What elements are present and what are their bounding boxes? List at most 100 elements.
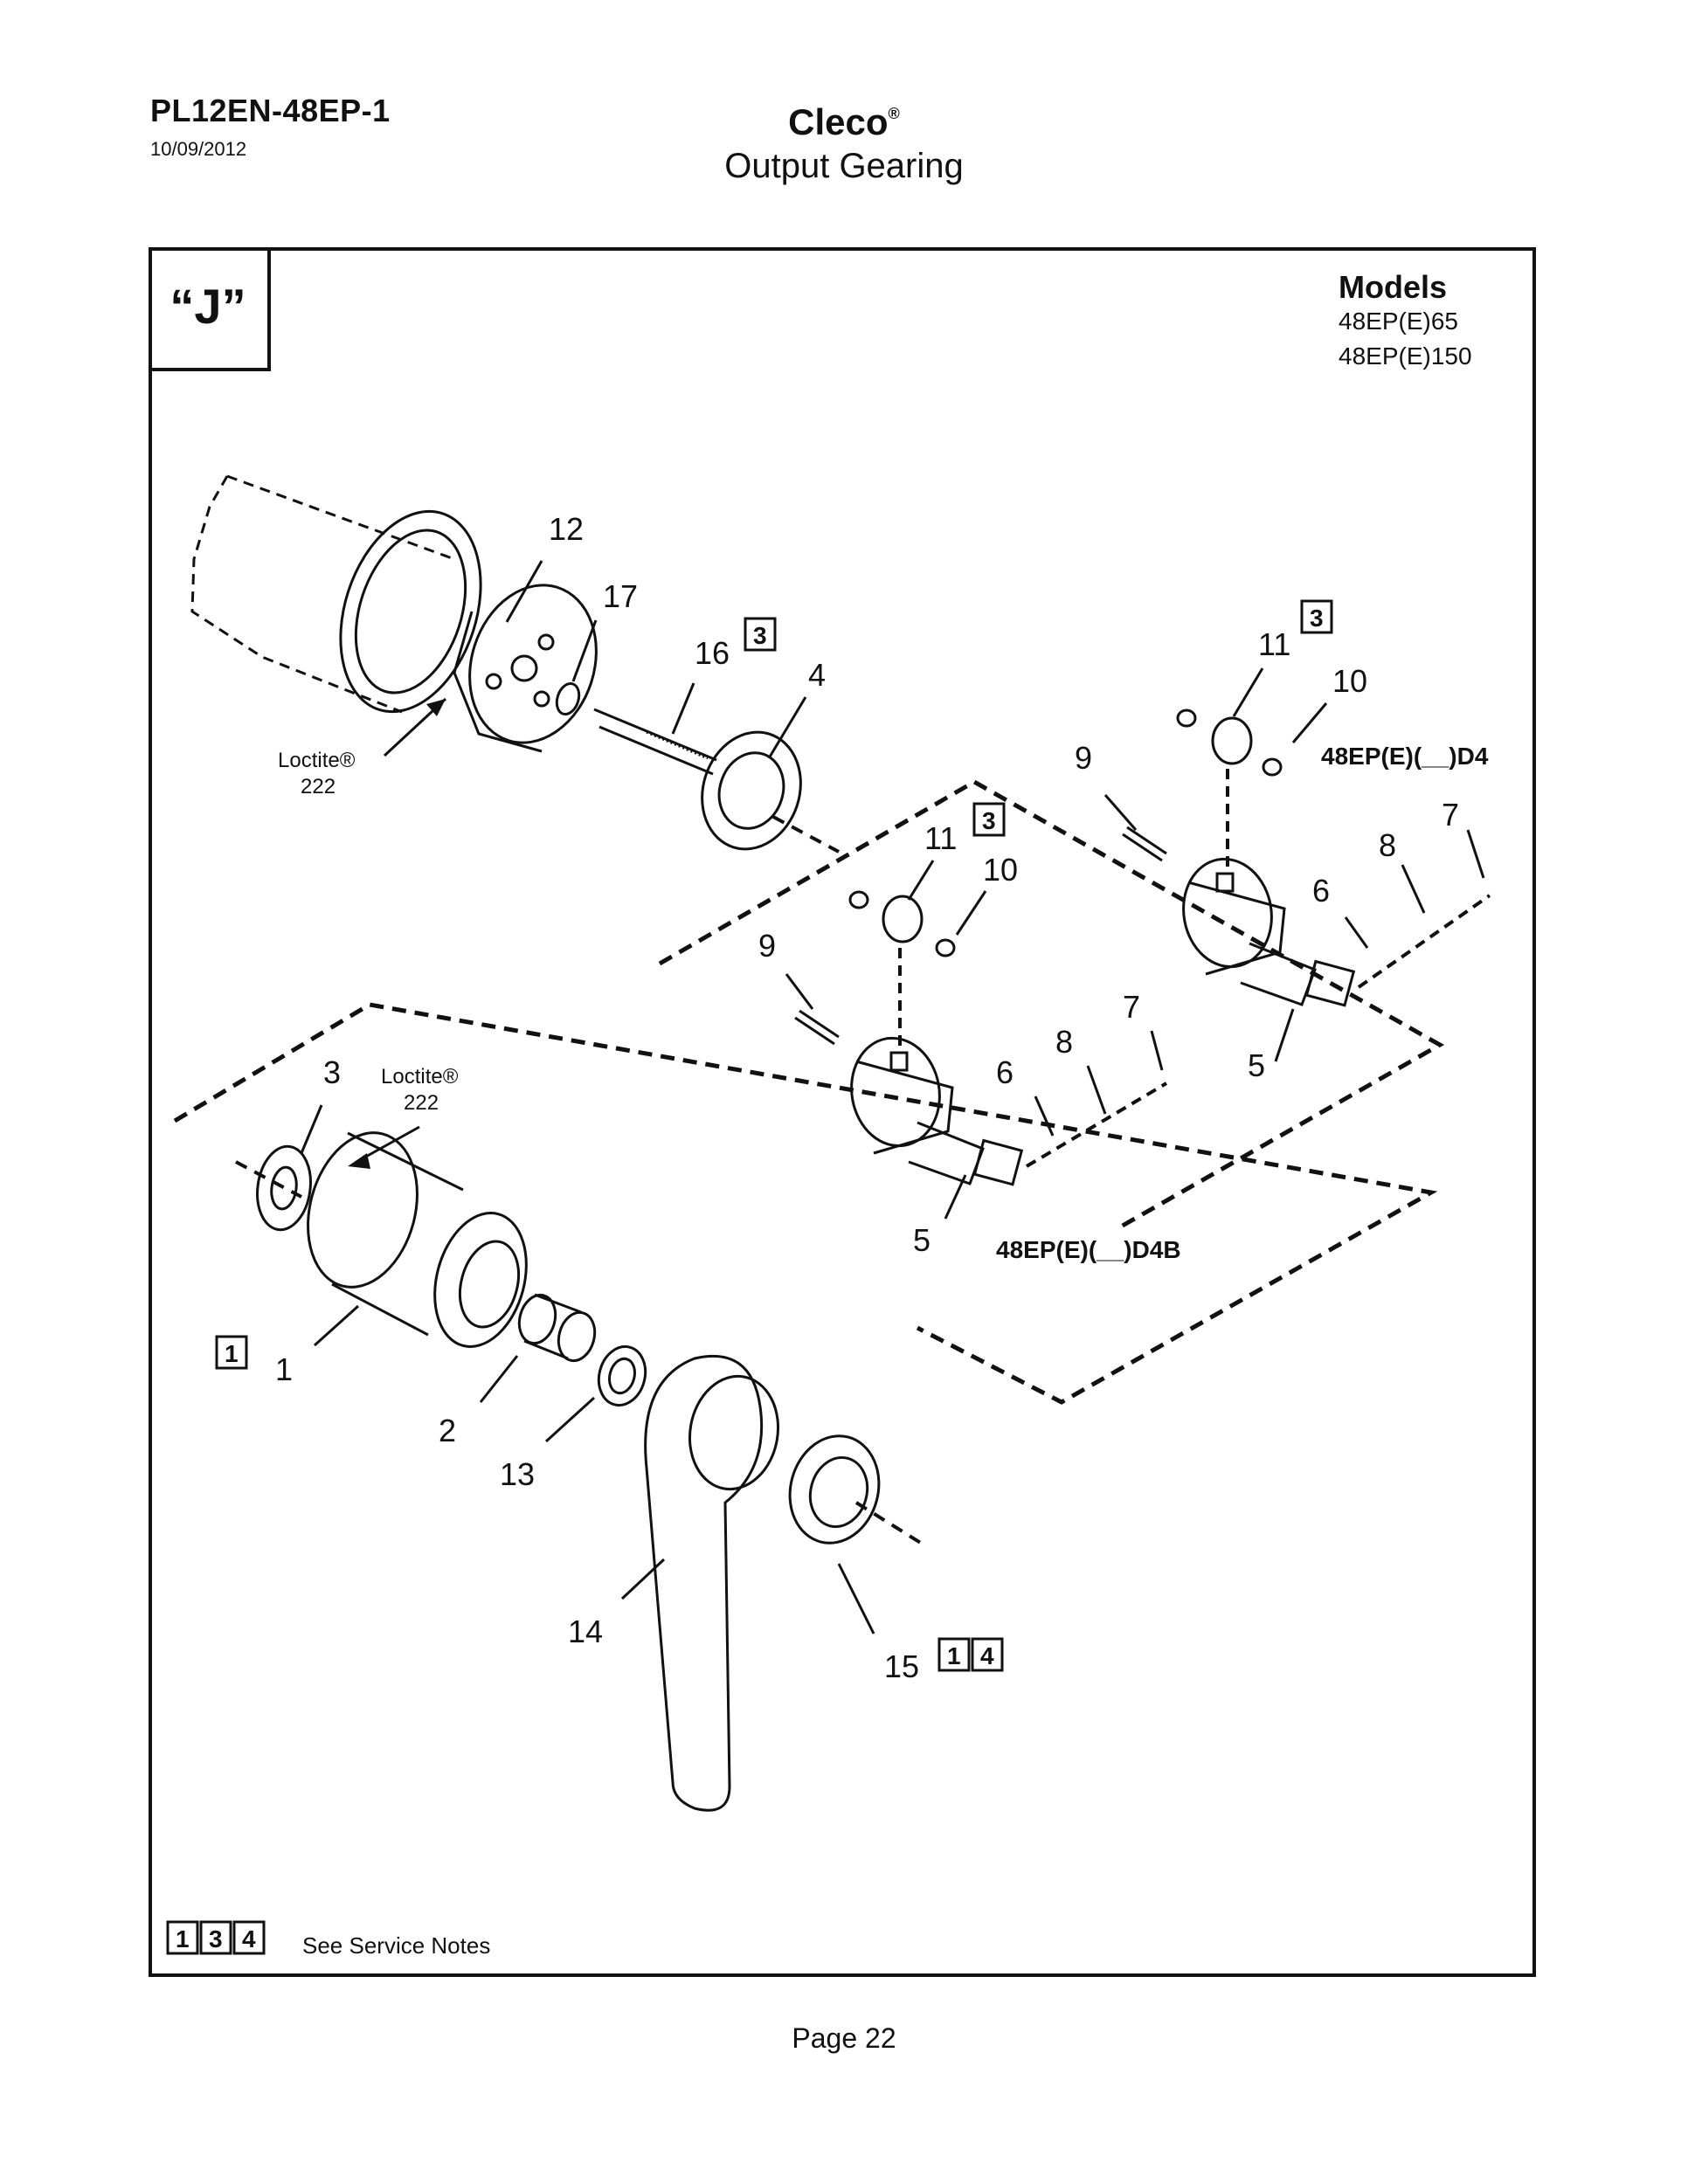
part-label-14: 14	[568, 1614, 603, 1649]
legend-box-3	[199, 1920, 232, 1955]
page-title: Output Gearing	[724, 147, 964, 185]
note-box-15b	[971, 1637, 1004, 1672]
axis-line-arm	[854, 1501, 928, 1548]
brand-name: Cleco®	[0, 101, 1688, 143]
leader-10-d4b	[955, 890, 987, 936]
brand-registered-mark: ®	[888, 105, 900, 122]
part-label-7-d4b: 7	[1123, 989, 1140, 1025]
leader-16	[671, 682, 695, 735]
part-12-planet-carrier	[453, 584, 598, 753]
part-3-washer	[256, 1144, 312, 1232]
part-label-10-d4: 10	[1332, 663, 1367, 699]
document-date: 10/09/2012	[150, 138, 247, 160]
part-label-13: 13	[500, 1456, 535, 1492]
models-heading: Models	[1339, 269, 1448, 305]
note-mark-15a: 1	[947, 1642, 961, 1669]
part-11-roller-d4b	[848, 890, 956, 957]
leader-15	[837, 1563, 875, 1635]
leader-8-d4	[1401, 864, 1426, 914]
leader-1	[313, 1304, 360, 1347]
leader-4	[767, 696, 807, 759]
arrowhead-loctite-bottom	[348, 1153, 370, 1169]
note-box-15a	[937, 1637, 971, 1672]
part-2-bushing	[517, 1293, 597, 1363]
loctite-name-top: Loctite®	[278, 749, 356, 772]
part-label-1: 1	[275, 1351, 293, 1387]
leader-11-d4b	[907, 860, 935, 901]
legend-box-4	[232, 1920, 266, 1955]
section-label: “J”	[169, 279, 246, 334]
section-box	[149, 247, 271, 371]
part-4-bearing	[701, 730, 802, 851]
note-box-11-d4	[1300, 599, 1333, 634]
part-5-anvil-d4	[1182, 857, 1356, 1007]
page-number: Page 22	[792, 2022, 896, 2054]
d4b-assembly-region	[173, 1002, 1438, 1405]
part-label-8-d4: 8	[1379, 827, 1396, 863]
loctite-name-bottom: Loctite®	[381, 1065, 459, 1089]
leader-11-d4	[1232, 667, 1264, 717]
note-mark-11-d4b: 3	[982, 807, 996, 834]
part-16-spline-shaft	[593, 708, 717, 776]
note-box-11-d4b	[972, 802, 1006, 837]
part-label-4: 4	[808, 657, 826, 693]
part-label-8-d4b: 8	[1055, 1024, 1073, 1060]
loctite-grade-top: 222	[301, 775, 336, 798]
service-notes-legend: See Service Notes	[302, 1932, 491, 1959]
part-label-3: 3	[323, 1054, 341, 1090]
diagram-frame	[149, 247, 1536, 1977]
note-box-16	[744, 617, 777, 652]
legend-mark-1: 1	[176, 1925, 190, 1952]
leader-9-d4	[1103, 794, 1138, 831]
model-item: 48EP(E)150	[1339, 342, 1472, 370]
leader-17	[571, 619, 598, 682]
part-label-5-d4b: 5	[913, 1222, 930, 1258]
leader-3	[300, 1104, 323, 1154]
part-label-6-d4b: 6	[996, 1054, 1013, 1090]
part-1-gear-housing	[307, 1131, 528, 1348]
leader-14	[620, 1558, 666, 1600]
part-label-5-d4: 5	[1248, 1047, 1265, 1083]
part-label-6-d4: 6	[1312, 873, 1330, 909]
d4-assembly-region	[658, 779, 1445, 1229]
part-label-11-d4b: 11	[924, 820, 957, 856]
legend-box-1	[166, 1920, 199, 1955]
leader-9-d4b	[785, 973, 814, 1010]
part-label-11-d4: 11	[1258, 626, 1290, 662]
part-9-pin-d4	[1122, 826, 1167, 862]
note-mark-1: 1	[225, 1340, 239, 1367]
arrowhead-loctite-top	[426, 699, 446, 716]
part-label-12: 12	[549, 511, 584, 547]
axis-line-d4b-spring	[1025, 1082, 1168, 1168]
axis-line-d4-spring	[1357, 894, 1491, 989]
note-mark-16: 3	[753, 622, 767, 649]
part-label-2: 2	[439, 1413, 456, 1448]
part-17-retaining-ring	[555, 681, 581, 716]
variant-label-d4b: 48EP(E)(__)D4B	[996, 1236, 1181, 1263]
axis-line-upper	[772, 815, 840, 854]
leader-6-d4b	[1034, 1095, 1055, 1137]
leader-8-d4b	[1086, 1065, 1107, 1115]
brand-text: Cleco	[788, 101, 889, 142]
leader-7-d4	[1466, 829, 1485, 879]
leader-5-d4	[1274, 1008, 1295, 1062]
model-item: 48EP(E)65	[1339, 308, 1458, 335]
leader-7-d4b	[1150, 1030, 1164, 1071]
part-label-9-d4: 9	[1075, 740, 1092, 776]
leader-6-d4	[1344, 916, 1369, 949]
part-11-roller-d4	[1176, 708, 1283, 777]
axis-line-lower	[235, 1160, 302, 1199]
part-label-16: 16	[695, 635, 730, 671]
leader-10-d4	[1291, 702, 1328, 743]
loctite-grade-bottom: 222	[404, 1091, 439, 1115]
part-label-17: 17	[603, 578, 638, 614]
part-9-pin-d4b	[794, 1009, 840, 1046]
part-14-reaction-arm	[644, 1354, 780, 1812]
part-label-10-d4b: 10	[983, 852, 1018, 888]
legend-mark-3: 3	[209, 1925, 223, 1952]
part-5-anvil-d4b	[850, 1036, 1024, 1186]
note-mark-11-d4: 3	[1310, 605, 1324, 632]
ring-gear-housing	[190, 474, 482, 714]
part-label-7-d4: 7	[1442, 797, 1459, 833]
